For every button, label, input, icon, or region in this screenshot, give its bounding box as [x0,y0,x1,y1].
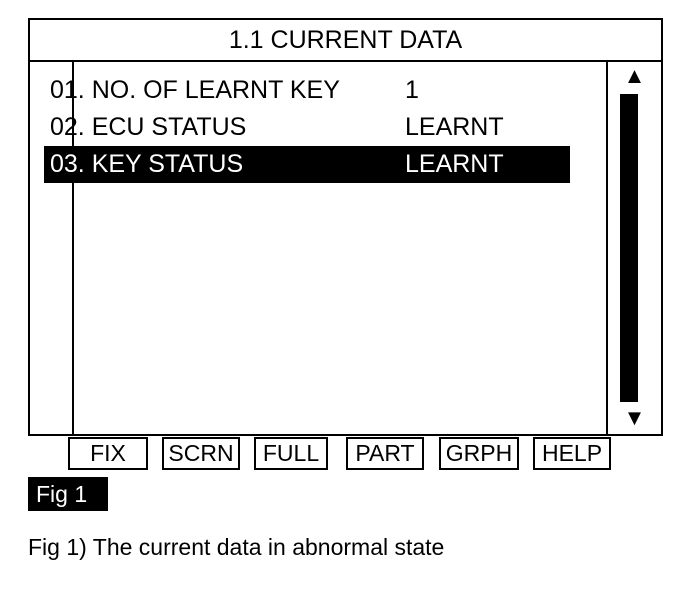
data-row-value: LEARNT [405,150,504,178]
full-button[interactable]: FULL [254,437,328,470]
left-gutter-divider [72,60,74,434]
scroll-down-arrow-icon[interactable]: ▼ [623,405,646,430]
data-row-value: LEARNT [405,113,504,141]
data-row-label: 01. NO. OF LEARNT KEY [50,76,340,104]
figure-caption: Fig 1) The current data in abnormal stat… [28,534,445,560]
screen-title: 1.1 CURRENT DATA [30,20,661,62]
scroll-up-arrow-icon[interactable]: ▲ [623,63,646,88]
data-row-value: 1 [405,76,419,104]
data-row-label: 03. KEY STATUS [50,150,244,178]
current-data-list: 01. NO. OF LEARNT KEY 1 02. ECU STATUS L… [44,72,570,183]
help-button[interactable]: HELP [533,437,611,470]
scrollbar[interactable]: ▲ ▼ [606,60,661,434]
figure-tag: Fig 1 [28,477,108,511]
data-row-label: 02. ECU STATUS [50,113,247,141]
scrollbar-thumb[interactable] [620,94,638,402]
data-row-key-status[interactable]: 03. KEY STATUS LEARNT [44,146,570,183]
data-row-ecu-status[interactable]: 02. ECU STATUS LEARNT [44,109,570,146]
scan-tool-screen: 1.1 CURRENT DATA ▲ ▼ [28,18,663,436]
part-button[interactable]: PART [346,437,424,470]
fix-button[interactable]: FIX [68,437,148,470]
scrn-button[interactable]: SCRN [162,437,240,470]
data-row-learnt-key-count[interactable]: 01. NO. OF LEARNT KEY 1 [44,72,570,109]
grph-button[interactable]: GRPH [439,437,519,470]
